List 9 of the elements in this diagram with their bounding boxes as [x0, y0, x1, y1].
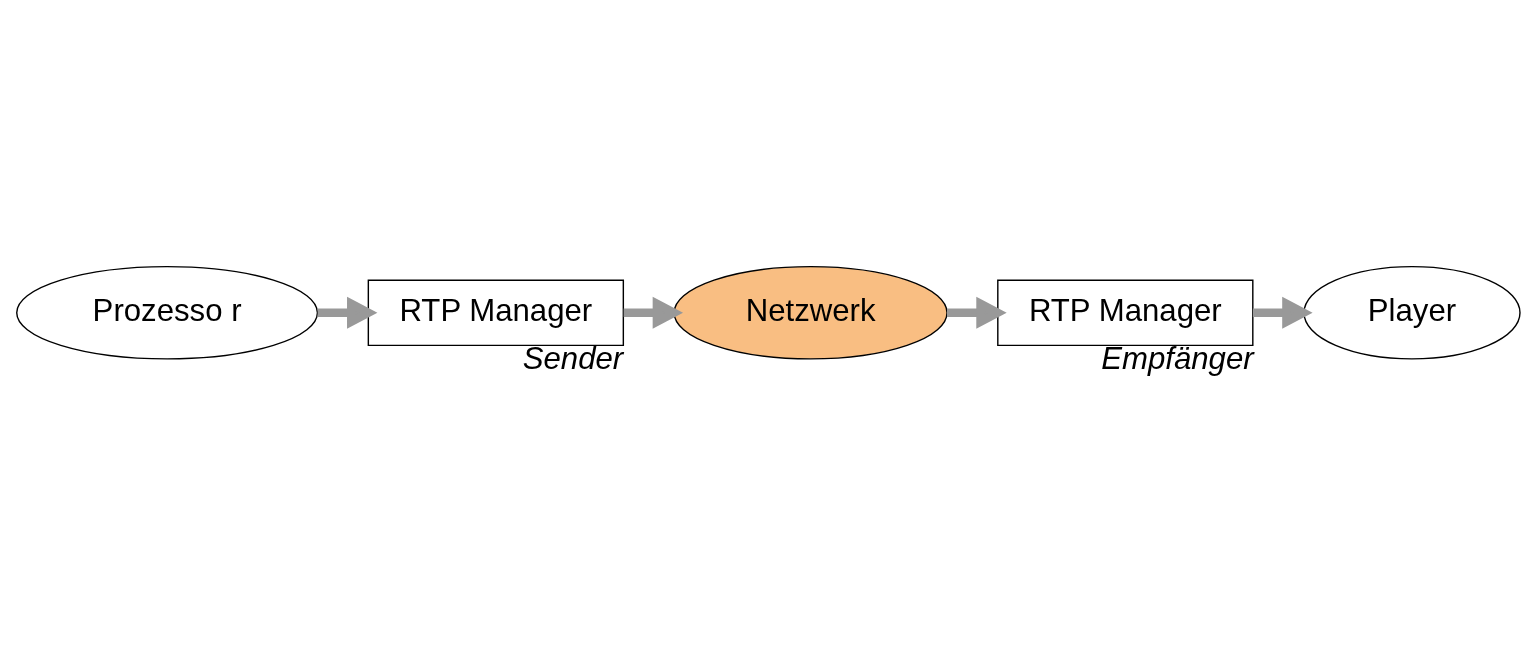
arrow	[1252, 296, 1313, 329]
node-box: RTP Manager	[997, 279, 1254, 347]
node-ellipse: Prozesso r	[16, 265, 319, 360]
arrow	[317, 296, 378, 329]
node-ellipse: Netzwerk	[673, 265, 948, 360]
arrow	[623, 296, 684, 329]
arrow	[947, 296, 1007, 329]
node-box: RTP Manager	[367, 279, 625, 347]
node-ellipse: Player	[1303, 265, 1521, 360]
